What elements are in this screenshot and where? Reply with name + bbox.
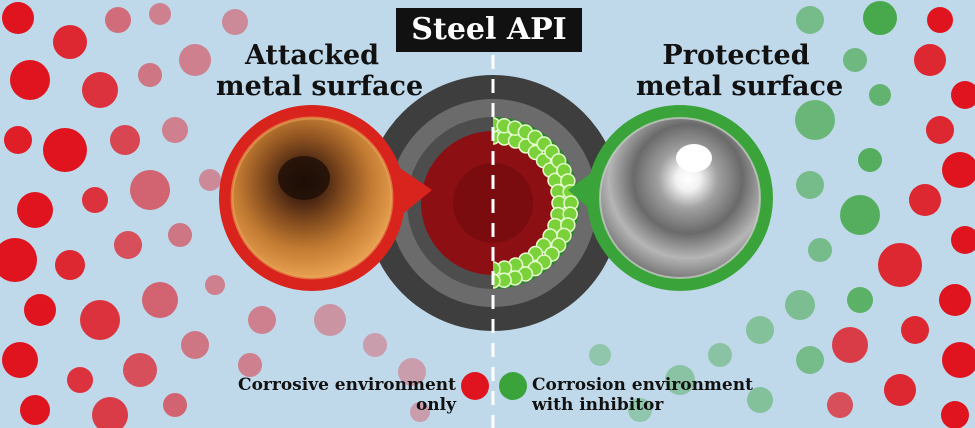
attacked-surface-callout: [219, 105, 432, 291]
environment-bubble: [847, 287, 873, 313]
inhibitor-molecule: [493, 261, 501, 277]
environment-bubble: [795, 100, 835, 140]
right-caption-line1: Corrosion environment: [532, 375, 753, 395]
protected-surface-callout: [568, 105, 773, 291]
environment-bubble: [589, 344, 611, 366]
left-label-line2: metal surface: [216, 71, 424, 102]
environment-bubble: [927, 7, 953, 33]
environment-bubble: [199, 169, 221, 191]
environment-bubble: [410, 402, 430, 422]
environment-bubble: [858, 148, 882, 172]
environment-bubble: [53, 25, 87, 59]
left-caption-line2: only: [415, 395, 456, 415]
environment-bubble: [10, 60, 50, 100]
environment-bubble: [939, 284, 971, 316]
environment-bubble: [205, 275, 225, 295]
environment-bubble: [238, 353, 262, 377]
environment-bubble: [942, 152, 975, 188]
environment-bubble: [248, 306, 276, 334]
environment-bubble: [4, 126, 32, 154]
environment-bubble: [796, 346, 824, 374]
right-caption-line2: with inhibitor: [532, 395, 664, 415]
environment-bubble: [796, 6, 824, 34]
environment-bubble: [82, 72, 118, 108]
environment-bubble: [878, 243, 922, 287]
right-label-line1: Protected: [662, 40, 810, 71]
environment-bubble: [901, 316, 929, 344]
environment-bubble: [941, 401, 969, 428]
environment-bubble: [796, 171, 824, 199]
clean-pipe-photo: [600, 118, 760, 278]
left-label-line1: Attacked: [244, 40, 380, 71]
right-caption: Corrosion environment with inhibitor: [532, 375, 792, 415]
environment-bubble: [827, 392, 853, 418]
environment-bubble: [0, 238, 37, 282]
environment-bubble: [314, 304, 346, 336]
environment-bubble: [2, 342, 38, 378]
environment-bubble: [149, 3, 171, 25]
environment-bubble: [708, 343, 732, 367]
environment-bubble: [20, 395, 50, 425]
environment-bubble: [808, 238, 832, 262]
environment-bubble: [884, 374, 916, 406]
environment-bubble: [163, 393, 187, 417]
environment-bubble: [105, 7, 131, 33]
environment-bubble: [909, 184, 941, 216]
environment-bubble: [2, 2, 34, 34]
left-caption: Corrosive environment only: [200, 375, 456, 415]
environment-bubble: [138, 63, 162, 87]
environment-bubble: [80, 300, 120, 340]
environment-bubble: [942, 342, 975, 378]
inhibitor-film: [493, 117, 579, 289]
environment-bubble: [123, 353, 157, 387]
environment-bubble: [863, 1, 897, 35]
environment-bubble: [130, 170, 170, 210]
environment-bubble: [747, 387, 773, 413]
environment-bubble: [951, 81, 975, 109]
inhibitor-legend-dot: [499, 372, 527, 400]
inhibitor-molecule: [493, 273, 501, 289]
environment-bubble: [110, 125, 140, 155]
environment-bubble: [926, 116, 954, 144]
environment-bubble: [832, 327, 868, 363]
environment-bubble: [92, 397, 128, 428]
left-label: Attacked metal surface: [216, 40, 424, 102]
environment-bubble: [55, 250, 85, 280]
environment-bubble: [181, 331, 209, 359]
steel-pipe-cross-section: [365, 55, 621, 428]
environment-bubble: [24, 294, 56, 326]
environment-bubble: [168, 223, 192, 247]
environment-bubble: [840, 195, 880, 235]
right-label-line2: metal surface: [636, 71, 844, 102]
environment-bubble: [951, 226, 975, 254]
environment-bubble: [17, 192, 53, 228]
page-title: Steel API: [396, 8, 582, 52]
environment-bubble: [222, 9, 248, 35]
left-caption-line1: Corrosive environment: [238, 375, 456, 395]
environment-bubble: [869, 84, 891, 106]
environment-bubble: [363, 333, 387, 357]
corrosive-legend-dot: [461, 372, 489, 400]
environment-bubble: [665, 365, 695, 395]
environment-bubble: [628, 398, 652, 422]
environment-bubble: [179, 44, 211, 76]
environment-bubble: [914, 44, 946, 76]
environment-bubble: [43, 128, 87, 172]
right-label: Protected metal surface: [636, 40, 844, 102]
environment-bubble: [114, 231, 142, 259]
environment-bubble: [746, 316, 774, 344]
environment-bubble: [785, 290, 815, 320]
environment-bubble: [843, 48, 867, 72]
environment-bubble: [67, 367, 93, 393]
environment-bubble: [162, 117, 188, 143]
environment-bubble: [142, 282, 178, 318]
environment-bubble: [398, 358, 426, 386]
environment-bubble: [82, 187, 108, 213]
